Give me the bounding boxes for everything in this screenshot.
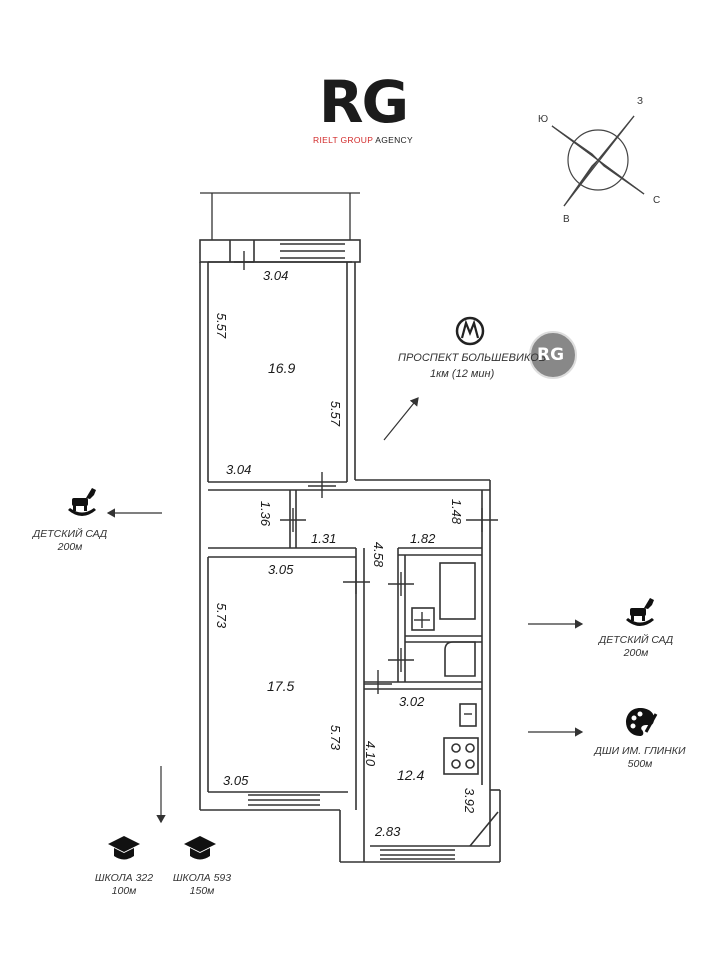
metro-icon (455, 316, 485, 346)
room-area: 12.4 (397, 767, 425, 783)
poi-distance: 200м (623, 647, 649, 659)
logo-subtitle-rest: AGENCY (375, 135, 413, 145)
dimension-label: 1.36 (258, 500, 274, 527)
dimension-label: 1.48 (449, 498, 465, 525)
rocking-horse-icon (626, 598, 654, 626)
poi-kindergarten-left: ДЕТСКИЙ САД 200м (30, 528, 110, 554)
poi-school-593: ШКОЛА 593 150м (167, 872, 237, 898)
dimension-label: 3.92 (462, 787, 478, 814)
dimension-label: 5.73 (214, 602, 230, 629)
poi-kindergarten-right: ДЕТСКИЙ САД 200м (596, 634, 676, 660)
metro-name: ПРОСПЕКТ БОЛЬШЕВИКОВ (398, 352, 547, 364)
dimension-label: 5.57 (328, 400, 344, 427)
compass-label-yu: Ю (538, 114, 549, 125)
graduation-cap-icon (184, 836, 216, 860)
walls (199, 239, 501, 863)
door-marks (234, 251, 498, 715)
poi-distance: 100м (111, 885, 137, 897)
graduation-cap-icon (108, 836, 140, 860)
poi-school-322: ШКОЛА 322 100м (90, 872, 158, 898)
palette-icon (626, 708, 658, 736)
compass-label-s: С (653, 195, 661, 206)
room-area: 16.9 (268, 360, 296, 376)
poi-title: ДШИ ИМ. ГЛИНКИ (594, 745, 686, 757)
compass-label-z: З (637, 96, 644, 107)
poi-title: ШКОЛА 593 (172, 872, 232, 884)
poi-music-school: ДШИ ИМ. ГЛИНКИ 500м (588, 745, 692, 771)
dimension-label: 4.10 (363, 740, 379, 767)
room-area: 17.5 (267, 678, 295, 694)
poi-title: ШКОЛА 322 (94, 872, 154, 884)
compass-label-v: В (563, 214, 570, 225)
poi-distance: 150м (189, 885, 215, 897)
dimension-label: 5.73 (328, 724, 344, 751)
poi-title: ДЕТСКИЙ САД (598, 634, 674, 646)
dimension-label: 3.02 (399, 694, 425, 709)
dimension-label: 2.83 (375, 824, 401, 839)
poi-distance: 500м (627, 758, 653, 770)
logo-mark: RG (318, 68, 409, 136)
dimension-label: 1.31 (311, 531, 337, 546)
rocking-horse-icon (68, 488, 96, 516)
rg-badge-text: RG (537, 345, 565, 365)
dimension-label: 3.04 (226, 462, 252, 477)
poi-distance: 200м (57, 541, 83, 553)
dimension-label: 5.57 (214, 312, 230, 339)
logo-subtitle-red: RIELT GROUP (313, 135, 374, 145)
compass-rose (551, 115, 645, 207)
dimension-label: 3.04 (263, 268, 289, 283)
dimension-label: 3.05 (268, 562, 294, 577)
direction-arrows (106, 397, 584, 824)
poi-title: ДЕТСКИЙ САД (32, 528, 108, 540)
dimension-label: 3.05 (223, 773, 249, 788)
dimension-label: 4.58 (371, 541, 387, 568)
dimension-label: 1.82 (410, 531, 436, 546)
metro-distance: 1км (12 мин) (430, 368, 495, 380)
balcony (200, 192, 360, 240)
logo-subtitle: RIELT GROUP AGENCY (298, 135, 428, 145)
rg-badge (529, 331, 577, 379)
